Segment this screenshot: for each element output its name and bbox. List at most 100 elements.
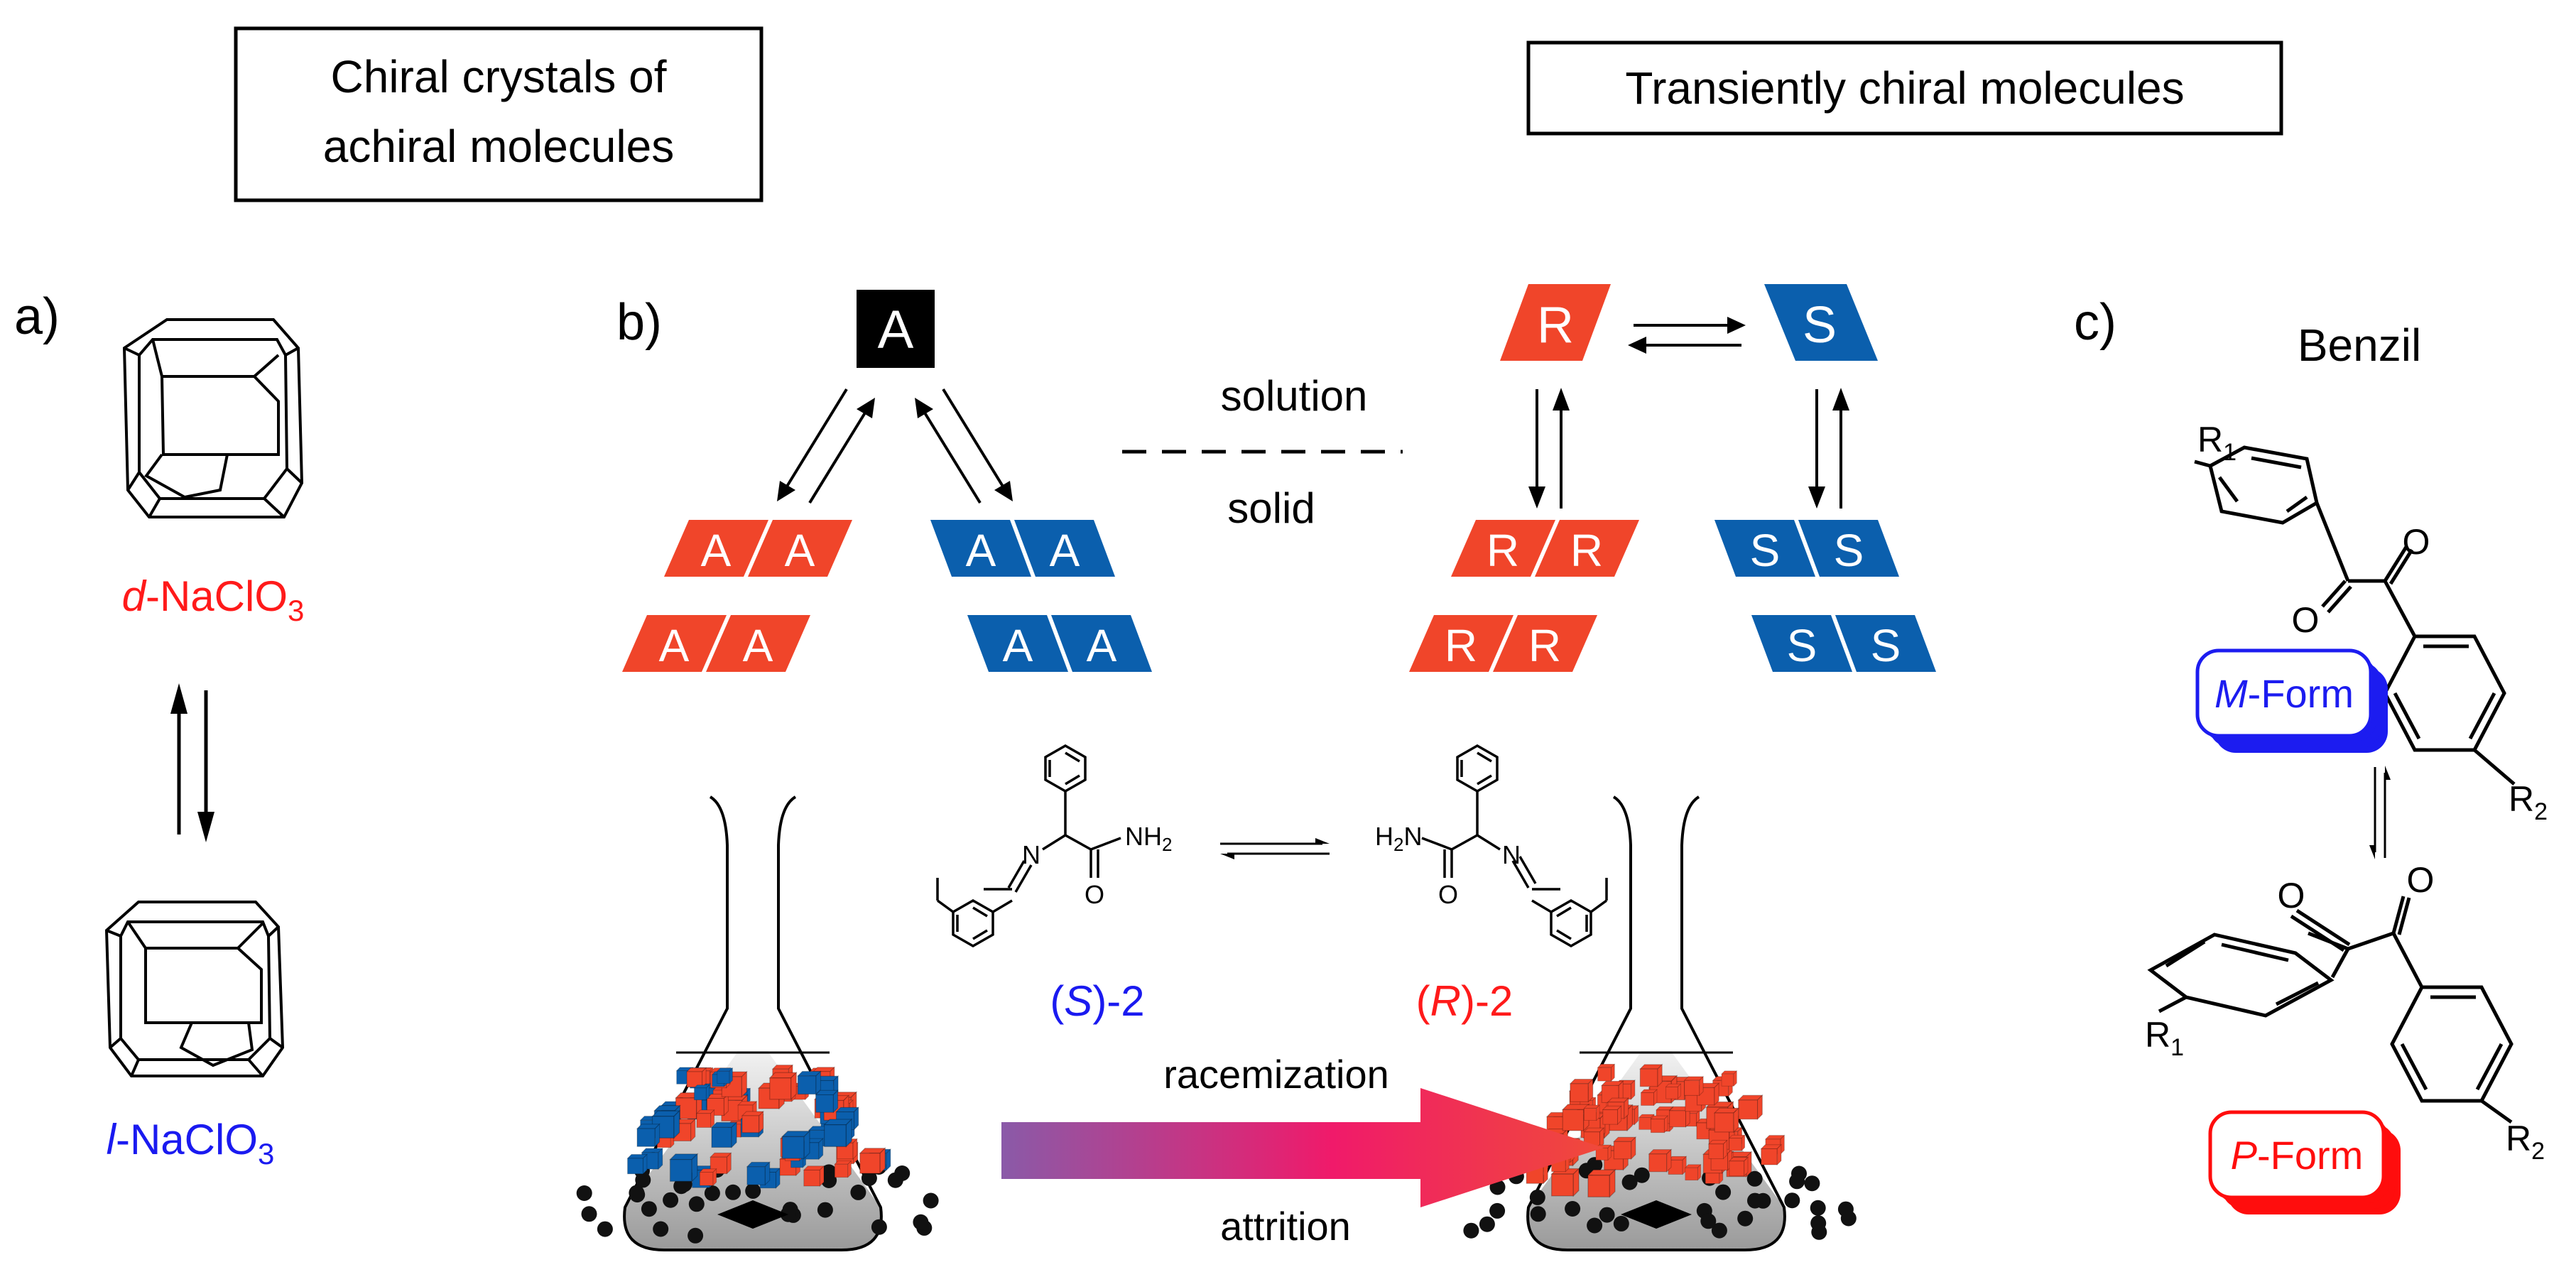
crystal-cube	[1738, 1094, 1763, 1120]
molecule-R-o: O	[1438, 880, 1458, 909]
stir-bead	[1789, 1173, 1805, 1190]
stir-bead	[1479, 1216, 1495, 1232]
svg-text:R: R	[1570, 525, 1603, 576]
crystal-cube	[711, 1121, 737, 1148]
panel-b-label: b)	[616, 294, 662, 351]
crystal-AAAA-blue: A A A A	[930, 520, 1152, 672]
equilibrium-arrows-R-solid	[1528, 388, 1570, 509]
stir-bead	[1530, 1206, 1546, 1222]
crystal-cube	[686, 1067, 707, 1088]
crystal-cube	[1708, 1140, 1728, 1159]
crystal-cube	[696, 1109, 715, 1128]
panel-a-label: a)	[14, 288, 60, 345]
crystal-cube	[1597, 1064, 1615, 1082]
equilibrium-arrows-S-solid	[1808, 388, 1849, 509]
racemization-arrow	[1001, 1088, 1604, 1207]
crystal-cube	[741, 1111, 764, 1134]
molecule-S-label: (S)-2	[1050, 977, 1144, 1025]
svg-text:R: R	[1528, 620, 1561, 671]
stir-bead	[597, 1221, 613, 1237]
stir-bead	[923, 1192, 939, 1209]
header-left-box: Chiral crystals of achiral molecules	[234, 26, 763, 202]
molecule-R-n: N	[1502, 840, 1521, 869]
crystal-cube	[781, 1131, 810, 1159]
stir-bead	[745, 1183, 761, 1199]
crystal-AAAA-red: A A A A	[622, 520, 852, 672]
crystal-cube	[1685, 1164, 1702, 1181]
stir-bead	[1700, 1213, 1717, 1229]
crystal-cube	[797, 1070, 821, 1095]
crystal-cube	[824, 1119, 852, 1148]
stir-bead	[581, 1206, 597, 1222]
m-r1: R1	[2197, 420, 2237, 466]
flask-left-crystals	[576, 1065, 939, 1244]
stir-bead	[1634, 1167, 1650, 1183]
stir-bead	[1463, 1222, 1479, 1239]
stir-bead	[1715, 1184, 1732, 1200]
molecule-R-h2n: H2N	[1375, 822, 1422, 855]
equilibrium-arrows-c	[2369, 766, 2391, 859]
stir-bead	[641, 1201, 657, 1217]
stir-bead	[850, 1184, 866, 1200]
solution-A-square	[857, 290, 935, 368]
svg-text:M-Form: M-Form	[2214, 671, 2354, 716]
svg-text:A: A	[1050, 525, 1080, 576]
stir-bead	[1837, 1201, 1854, 1217]
crystal-cube	[746, 1161, 771, 1185]
stir-bead	[780, 1206, 796, 1222]
crystal-cube	[717, 1067, 733, 1084]
stir-bead	[1737, 1210, 1754, 1227]
crystal-cube	[1584, 1104, 1600, 1121]
stir-bead	[1747, 1192, 1763, 1209]
crystal-cube	[834, 1160, 852, 1178]
stir-bead	[1529, 1189, 1545, 1205]
m-o-bottom: O	[2292, 600, 2320, 640]
solution-R-shape	[1500, 284, 1611, 361]
stir-bead	[887, 1172, 903, 1188]
crystal-cube	[1729, 1157, 1749, 1177]
crystal-cube	[1648, 1149, 1672, 1173]
header-right-text: Transiently chiral molecules	[1625, 62, 2184, 114]
stir-bead	[913, 1214, 929, 1230]
stir-bead	[1621, 1174, 1638, 1190]
svg-text:S: S	[1787, 620, 1817, 671]
equilibrium-arrows-R-S	[1628, 317, 1746, 354]
equilibrium-arrows-a	[170, 683, 214, 842]
crystal-cube	[636, 1124, 661, 1147]
stir-bead	[629, 1187, 646, 1203]
stir-bead	[861, 1170, 877, 1186]
stir-bead	[817, 1202, 833, 1218]
stir-bead	[1784, 1192, 1800, 1209]
m-o-top: O	[2403, 522, 2430, 562]
crystal-cube	[627, 1154, 648, 1175]
equilibrium-arrows-A-left	[777, 388, 875, 504]
stir-bead	[663, 1192, 679, 1208]
header-right-box: Transiently chiral molecules	[1526, 40, 2283, 136]
racemization-label: racemization	[1163, 1052, 1388, 1097]
crystal-cube	[1602, 1105, 1622, 1125]
stir-bead	[1711, 1222, 1727, 1239]
stir-bead	[635, 1172, 651, 1188]
svg-text:S: S	[1871, 620, 1901, 671]
crystal-cube	[669, 1153, 698, 1182]
svg-text:P-Form: P-Form	[2231, 1133, 2364, 1178]
m-r2: R2	[2509, 779, 2548, 825]
stir-bead	[725, 1184, 741, 1200]
stir-bead	[1565, 1201, 1581, 1217]
molecule-S-n: N	[1022, 840, 1040, 869]
svg-text:R: R	[1487, 525, 1519, 576]
p-form-badge: P-Form	[2208, 1110, 2401, 1214]
crystal-top	[122, 318, 304, 518]
crystal-cube	[815, 1089, 839, 1113]
m-form-badge: M-Form	[2195, 648, 2388, 753]
svg-text:S: S	[1750, 525, 1781, 576]
solution-R-letter: R	[1537, 297, 1574, 354]
stir-bead	[688, 1227, 704, 1244]
header-left-line2: achiral molecules	[323, 121, 674, 172]
crystal-cube	[1550, 1168, 1580, 1197]
benzil-p-structure	[2147, 896, 2513, 1124]
crystal-cube	[1761, 1144, 1782, 1165]
crystal-cube	[1570, 1078, 1594, 1102]
stir-bar-right	[1621, 1200, 1692, 1229]
solid-label: solid	[1227, 484, 1315, 532]
